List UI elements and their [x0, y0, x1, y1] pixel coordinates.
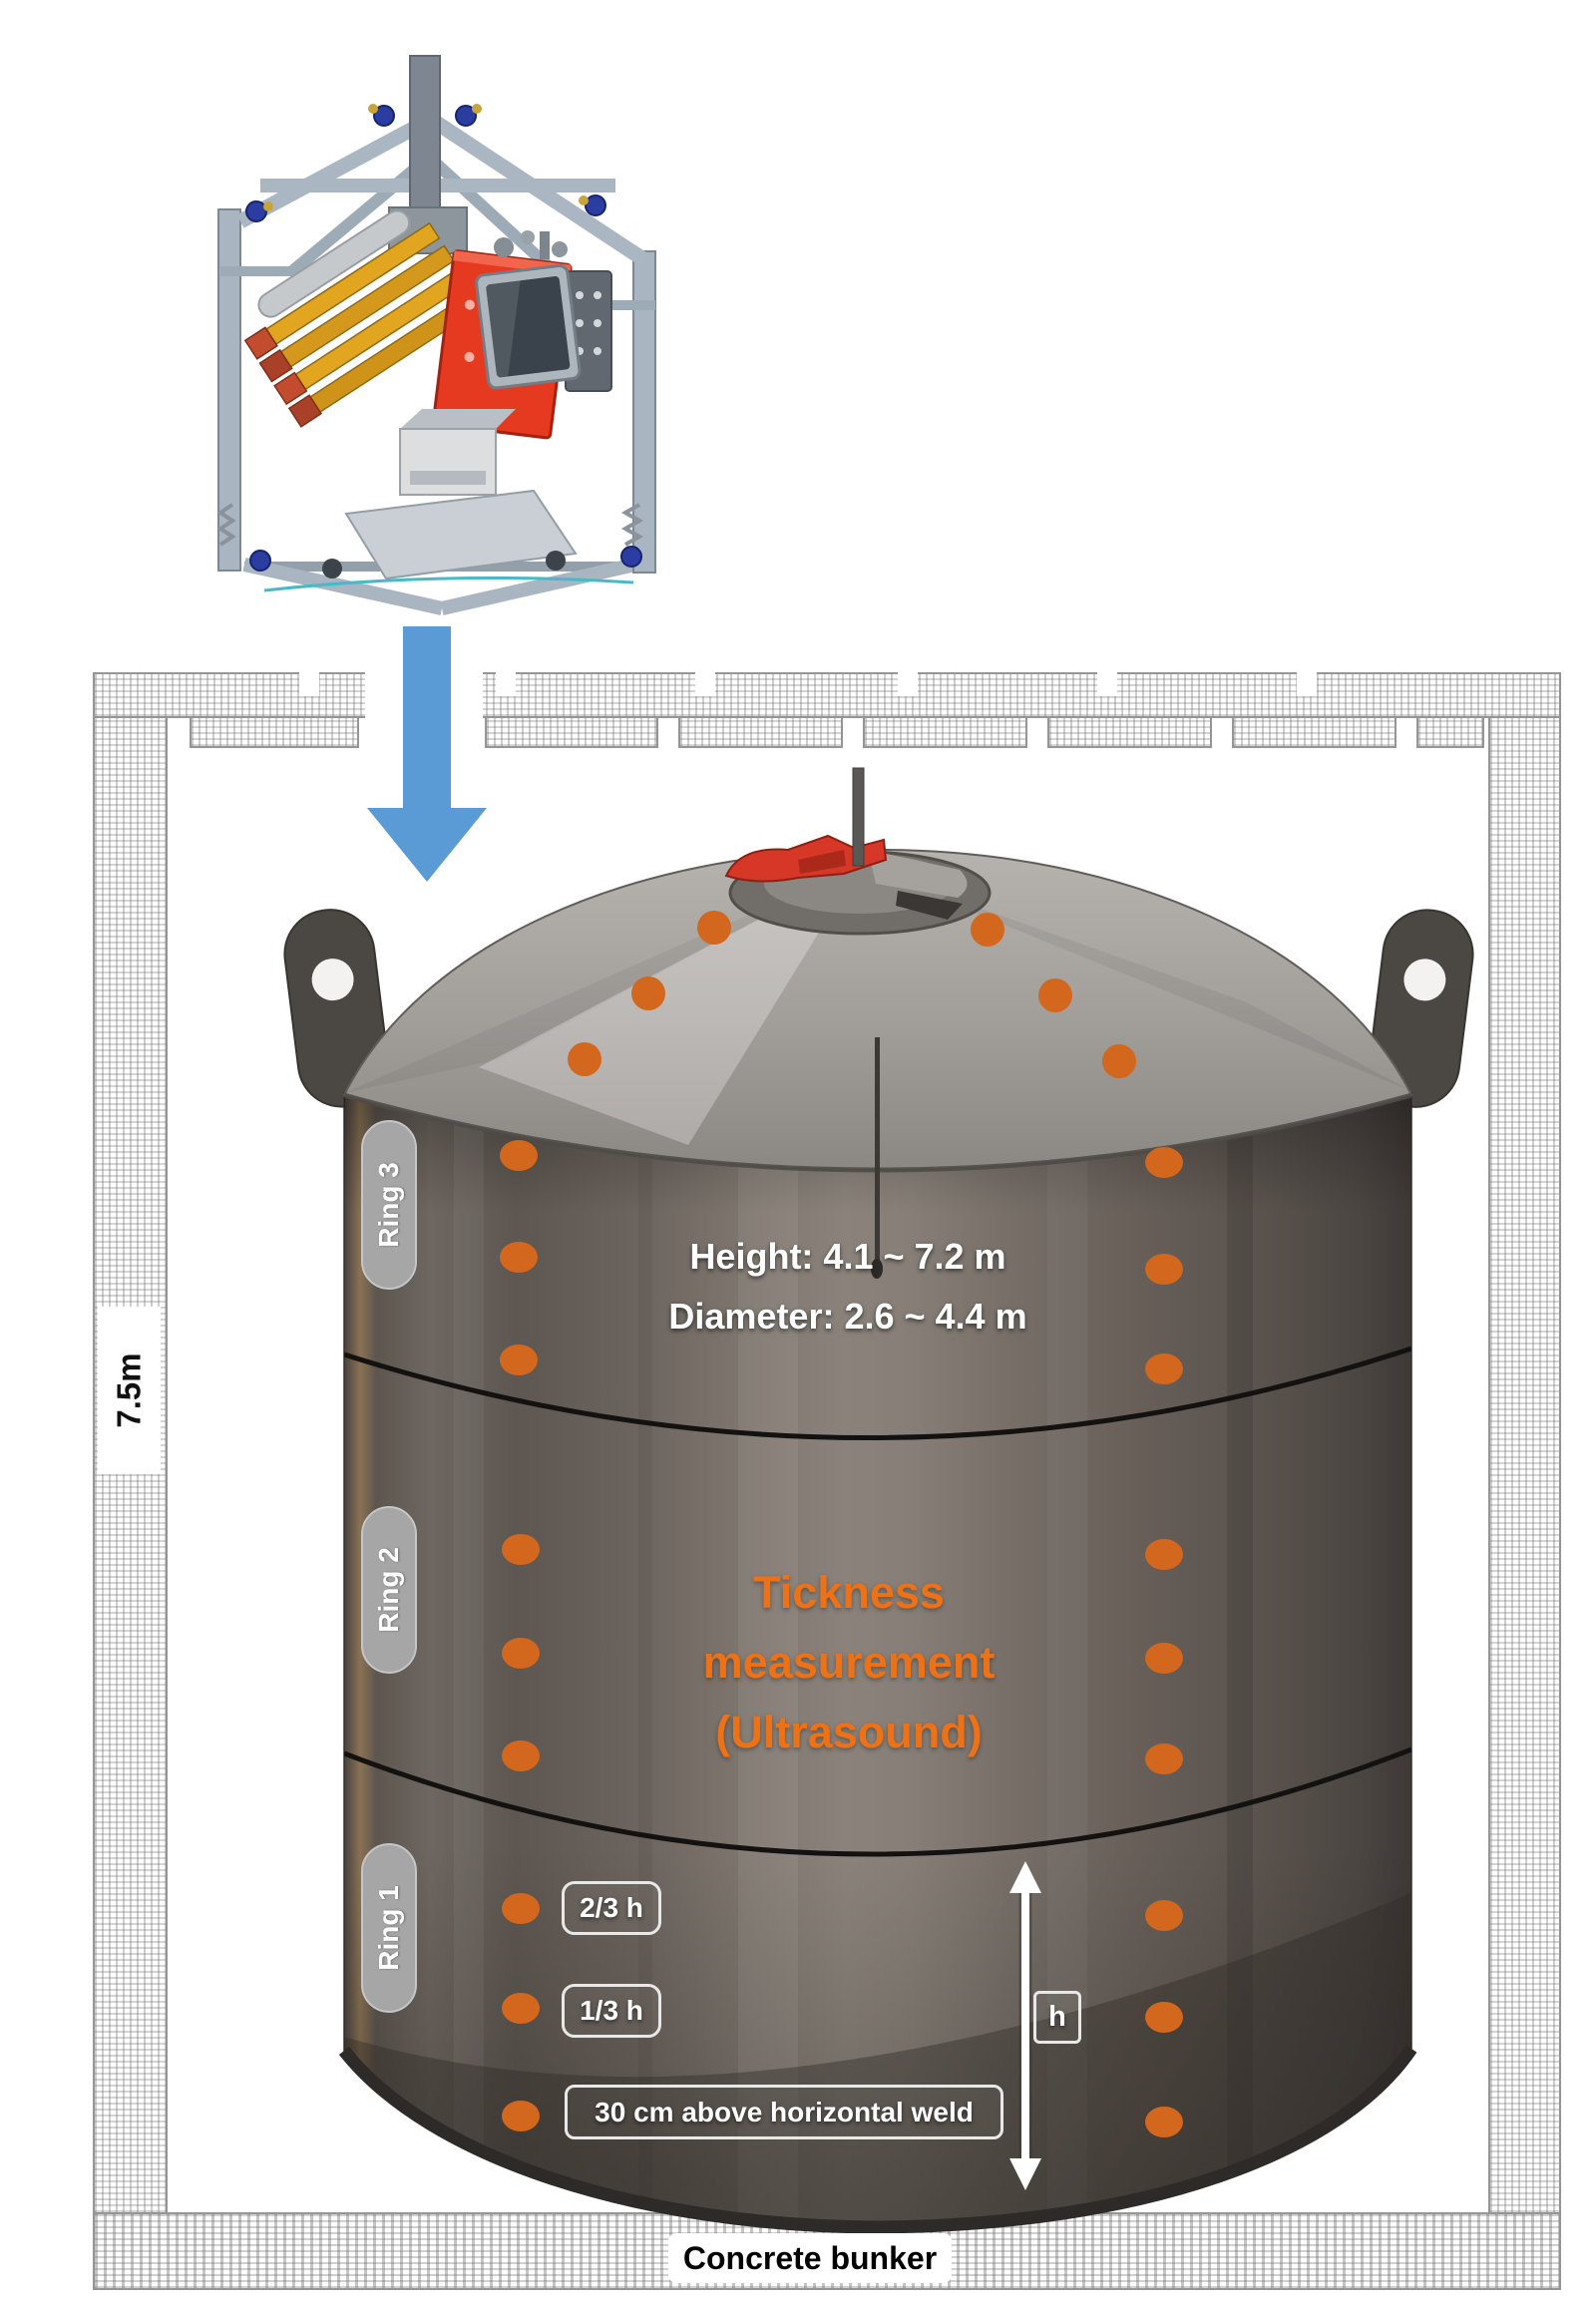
measurement-dot: [631, 976, 665, 1010]
measurement-dot: [1145, 1742, 1183, 1774]
robot-gauges: [494, 230, 568, 259]
measurement-dot: [502, 1892, 540, 1924]
measurement-dot: [1145, 1899, 1183, 1931]
tank-bottom-shadow: [344, 1893, 1411, 2227]
measurement-dot: [697, 911, 731, 945]
bunker-height-text: 7.5m: [110, 1352, 148, 1428]
manhole-rod: [852, 767, 865, 867]
robot-left-post: [217, 208, 241, 572]
bunker-roof-tooth: [1047, 716, 1212, 748]
bunker-roof-tooth: [678, 716, 843, 748]
ring2-label: Ring 2: [361, 1506, 417, 1674]
inspection-robot-render: [216, 55, 656, 615]
two-thirds-h-label: 2/3 h: [562, 1881, 661, 1935]
measurement-dot: [1145, 2106, 1183, 2137]
measurement-dot: [502, 1739, 540, 1771]
tank-lifting-lugs: [283, 909, 1474, 1108]
measurement-title-line1: Tickness: [753, 1567, 945, 1618]
measurement-dot: [971, 913, 1004, 947]
measurement-dot: [502, 2100, 540, 2131]
robot-platform: [344, 489, 578, 580]
measurement-dot: [500, 1139, 538, 1171]
tank-dimensions: Height: 4.1 ~ 7.2 m Diameter: 2.6 ~ 4.4 …: [544, 1227, 1152, 1347]
tank-diameter-text: Diameter: 2.6 ~ 4.4 m: [668, 1296, 1027, 1337]
measurement-dot: [1038, 978, 1072, 1012]
ring1-label: Ring 1: [361, 1843, 417, 2013]
robot-knobs: [245, 104, 642, 572]
weld-offset-text: 30 cm above horizontal weld: [595, 2096, 974, 2127]
h-variable-label: h: [1033, 1991, 1081, 2044]
roof-notch: [496, 670, 516, 696]
measurement-dot: [1145, 1642, 1183, 1674]
bunker-roof-tooth: [1232, 716, 1396, 748]
insertion-arrow-head: [367, 808, 487, 882]
insertion-arrow-shaft: [403, 626, 451, 810]
weld-seam-upper: [344, 1346, 1411, 1440]
roof-notch: [695, 670, 715, 696]
roof-notch: [1297, 670, 1317, 696]
roof-notch: [1097, 670, 1117, 696]
measurement-dot: [500, 1241, 538, 1273]
two-thirds-h-text: 2/3 h: [580, 1892, 643, 1923]
h-variable-text: h: [1048, 2001, 1066, 2033]
bunker-caption: Concrete bunker: [668, 2233, 952, 2283]
measurement-dot: [1145, 1538, 1183, 1570]
measurement-title: Tickness measurement (Ultrasound): [555, 1558, 1143, 1767]
one-third-h-label: 1/3 h: [562, 1984, 661, 2038]
bunker-roof-tooth: [1416, 716, 1484, 748]
measurement-dot: [1145, 1146, 1183, 1178]
roof-notch: [898, 670, 918, 696]
measurement-title-line2: measurement: [702, 1637, 996, 1688]
bunker-caption-text: Concrete bunker: [682, 2239, 938, 2276]
bunker-roof-tooth: [190, 716, 359, 748]
weld-offset-label: 30 cm above horizontal weld: [565, 2085, 1003, 2139]
bunker-height-label: 7.5m: [98, 1307, 161, 1474]
measurement-dot: [502, 1533, 540, 1565]
measurement-title-line3: (Ultrasound): [715, 1707, 983, 1757]
measurement-dot: [502, 1637, 540, 1669]
robot-screen: [475, 263, 582, 390]
roof-notch: [299, 670, 319, 696]
bunker-wall-right: [1488, 672, 1561, 2214]
plumb-line: [875, 1037, 880, 1262]
tank-bottom-rim: [338, 2045, 1417, 2234]
h-dimension-arrow: [1009, 1861, 1041, 2190]
weld-seam-lower: [344, 1746, 1411, 1857]
ring1-text: Ring 1: [373, 1885, 404, 1971]
robot-mast: [409, 55, 441, 224]
ring2-text: Ring 2: [373, 1547, 404, 1633]
ring3-label: Ring 3: [361, 1120, 417, 1290]
measurement-dot: [1145, 2001, 1183, 2033]
robot-box-top: [400, 409, 516, 429]
measurement-dot: [1145, 1352, 1183, 1384]
tank-height-text: Height: 4.1 ~ 7.2 m: [689, 1236, 1006, 1277]
bunker-roof-tooth: [485, 716, 658, 748]
tank-manhole: [724, 767, 992, 936]
bunker-roof-tooth: [863, 716, 1027, 748]
measurement-dot: [568, 1042, 601, 1076]
measurement-dot: [1145, 1253, 1183, 1285]
one-third-h-text: 1/3 h: [580, 1995, 643, 2026]
ring3-text: Ring 3: [373, 1162, 404, 1248]
measurement-dot: [502, 1992, 540, 2024]
measurement-dot: [500, 1344, 538, 1375]
measurement-dot: [1102, 1044, 1136, 1078]
